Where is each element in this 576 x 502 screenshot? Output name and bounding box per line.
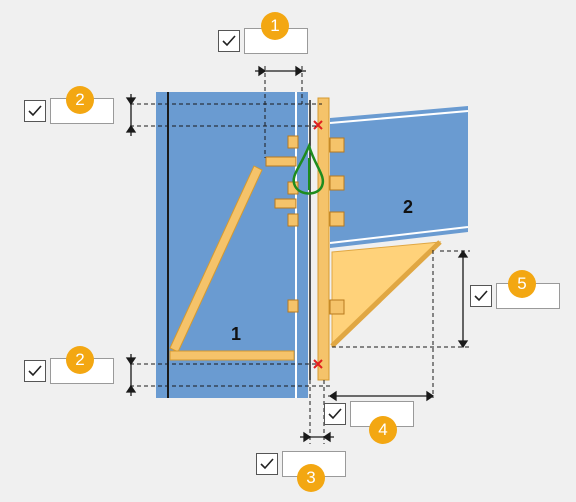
part2-flange-bottom: [329, 226, 469, 244]
stiffener-edge: [330, 240, 442, 348]
dimension-lines: [130, 66, 470, 444]
bolts-right: [329, 137, 345, 315]
field-5-checkbox[interactable]: [470, 285, 492, 307]
checkmark-icon: [222, 35, 236, 47]
checkmark-icon: [28, 365, 42, 377]
dimension-arrows: [125, 65, 469, 443]
checkmark-icon: [474, 290, 488, 302]
checkmark-icon: [28, 105, 42, 117]
badge-1: 1: [261, 12, 289, 40]
part-label-2: 2: [403, 197, 413, 217]
part-label-1: 1: [231, 324, 241, 344]
field-1-checkbox[interactable]: [218, 30, 240, 52]
end-plate: [317, 97, 330, 381]
field-2-top-checkbox[interactable]: [24, 100, 46, 122]
badge-2-bottom: 2: [66, 346, 94, 374]
field-2-bottom-checkbox[interactable]: [24, 360, 46, 382]
badge-3: 3: [297, 464, 325, 492]
checkmark-icon: [328, 408, 342, 420]
field-4: [324, 401, 414, 427]
part1-bottom-plate: [169, 350, 295, 361]
part2-flange-top: [329, 110, 469, 124]
red-x-marker-icon: [313, 120, 323, 369]
badge-2-top: 2: [66, 86, 94, 114]
badge-5: 5: [508, 270, 536, 298]
weld-drop-icon: [292, 142, 325, 195]
bolts-left: [265, 135, 299, 313]
field-4-checkbox[interactable]: [324, 403, 346, 425]
field-3-checkbox[interactable]: [256, 453, 278, 475]
badge-4: 4: [369, 416, 397, 444]
part2-body: [330, 106, 468, 248]
checkmark-icon: [260, 458, 274, 470]
field-2-bottom: [24, 358, 114, 384]
part1-body: [156, 92, 308, 398]
